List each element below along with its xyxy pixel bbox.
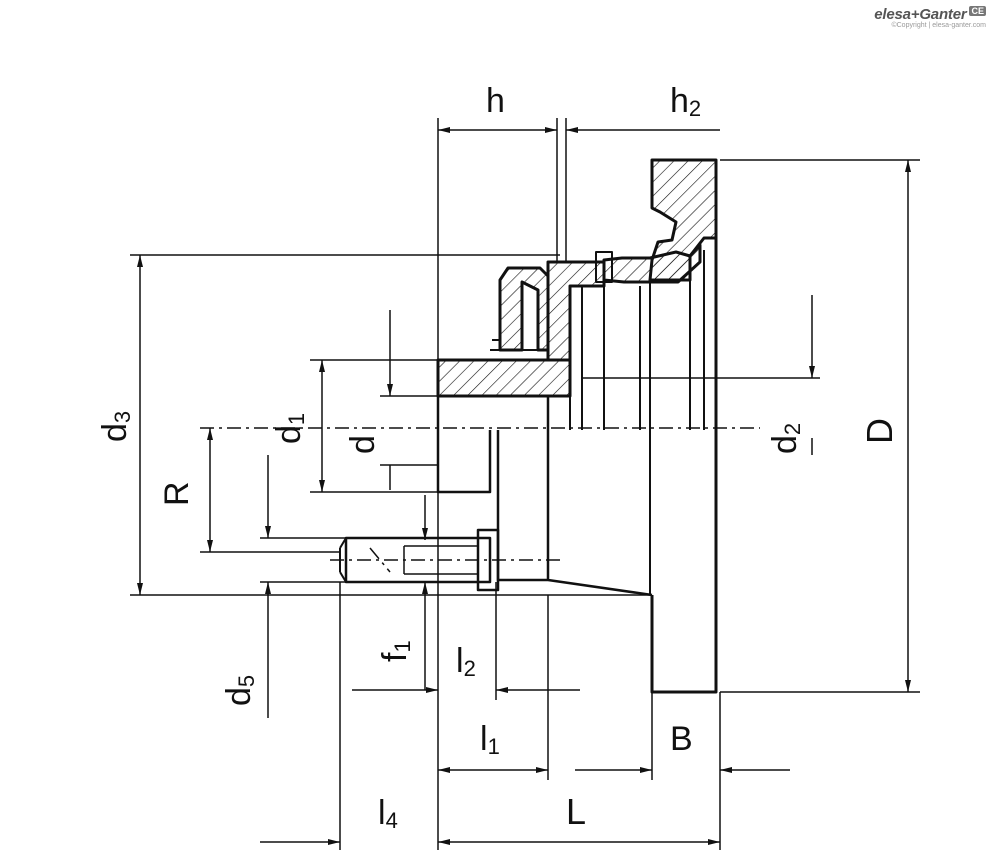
handwheel-part [339, 158, 718, 694]
rim-body [650, 160, 718, 694]
label-D: D [859, 418, 900, 444]
disc-web [649, 250, 705, 595]
ce-mark-icon: CE [969, 6, 986, 16]
extension-lines [130, 118, 920, 850]
label-l2: l2 [456, 642, 476, 681]
label-d5: d5 [220, 675, 259, 706]
label-L: L [566, 791, 586, 832]
cover-outline [490, 339, 548, 351]
grub-screw [595, 251, 613, 283]
label-f1: f1 [376, 640, 415, 662]
hub-upper [546, 260, 606, 362]
hub-section [436, 358, 572, 398]
cover-section [498, 266, 550, 352]
pin-head [476, 528, 500, 592]
pin-body [344, 536, 492, 584]
label-d1: d1 [270, 413, 309, 444]
dimension-lines [137, 127, 911, 845]
label-h: h [486, 82, 505, 120]
brand-name: elesa+Ganter [874, 6, 967, 23]
label-d2: d2 [766, 423, 805, 454]
center-lines [200, 427, 760, 573]
label-B: B [670, 720, 693, 758]
hub-outline [436, 396, 653, 597]
label-l4: l4 [378, 794, 398, 833]
label-l1: l1 [480, 720, 500, 759]
label-d: d [344, 435, 382, 454]
label-d3: d3 [96, 411, 135, 442]
label-h2: h2 [670, 82, 701, 121]
shoulder [569, 286, 641, 430]
brand-copyright: ©Copyright | elesa-ganter.com [891, 22, 986, 29]
label-R: R [158, 481, 196, 506]
dimension-labels: h h2 d3 d1 d R d2 D d5 f1 l2 l1 B l4 L [96, 82, 900, 833]
